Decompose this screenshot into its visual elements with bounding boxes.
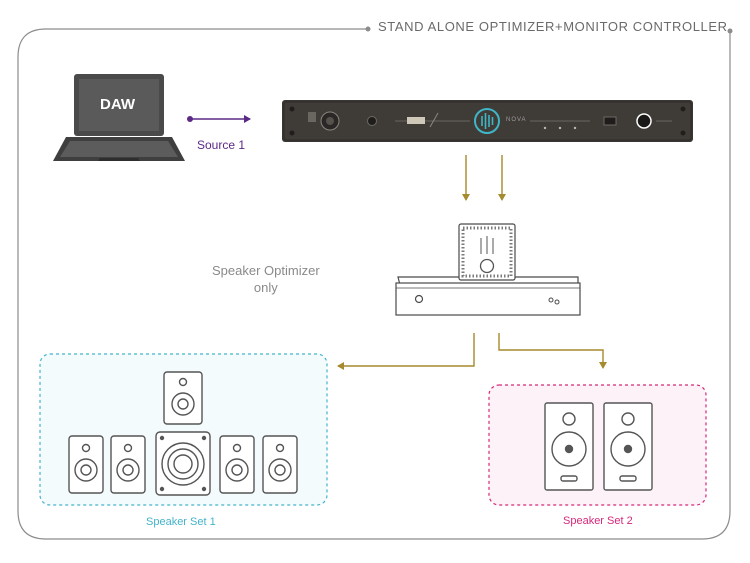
- speaker-optimizer-device: [395, 223, 581, 316]
- laptop-icon: [53, 74, 185, 161]
- subwoofer: [155, 431, 211, 496]
- daw-label: DAW: [100, 96, 135, 113]
- speaker-left-1: [68, 435, 104, 494]
- system-frame: [17, 28, 731, 540]
- optimizer-label: Speaker Optimizer only: [212, 262, 320, 296]
- optimizer-label-line2: only: [253, 280, 278, 295]
- speaker-top-center: [163, 371, 203, 425]
- frame-title-dot: [365, 26, 371, 32]
- source-label: Source 1: [197, 138, 246, 152]
- nova-label: NOVA: [506, 117, 527, 123]
- monitor-speaker-right: [603, 402, 653, 491]
- speaker-right-1: [219, 435, 255, 494]
- diagram-title: STAND ALONE OPTIMIZER+MONITOR CONTROLLER: [378, 19, 728, 34]
- source-dot: [187, 116, 193, 122]
- monitor-speaker-left: [544, 402, 594, 491]
- optimizer-label-line1: Speaker Optimizer: [212, 263, 320, 278]
- frame-end-dot: [727, 28, 733, 34]
- nova-rack-unit: [282, 100, 693, 142]
- speaker-set-2-box: [488, 384, 707, 506]
- speaker-set-1-label: Speaker Set 1: [146, 516, 216, 528]
- output-arrow-set2: [498, 333, 607, 369]
- speaker-left-2: [110, 435, 146, 494]
- output-arrow-set1: [337, 333, 475, 370]
- speaker-right-2: [262, 435, 298, 494]
- speaker-set-2-label: Speaker Set 2: [563, 515, 633, 527]
